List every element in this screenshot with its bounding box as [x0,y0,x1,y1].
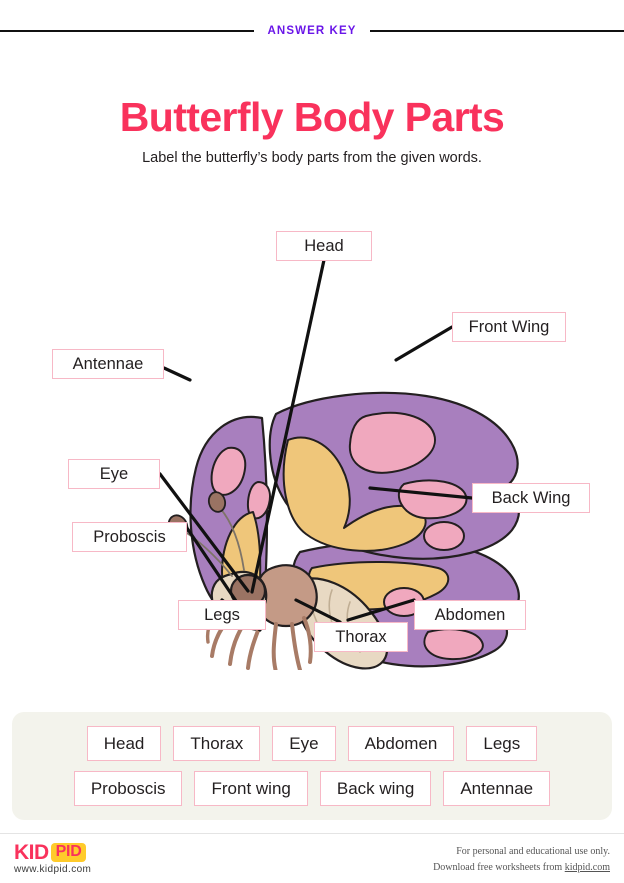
left-wing-spot-large [210,446,247,496]
label-legs[interactable]: Legs [178,600,266,630]
label-back-wing[interactable]: Back Wing [472,483,590,513]
footer-divider [0,833,624,834]
leader-proboscis [185,526,240,606]
leader-eye [158,472,250,593]
butterfly-diagram: Head Front Wing Antennae Eye Back Wing P… [0,200,624,670]
answer-key-banner: ANSWER KEY [0,22,624,40]
back-wing-spot-large [423,628,484,661]
word-bank-row-1: Head Thorax Eye Abdomen Legs [28,725,596,761]
word-bank-item[interactable]: Head [86,725,162,761]
footer-note-line1: For personal and educational use only. [456,846,610,857]
divider-right [370,30,624,32]
word-bank-row-2: Proboscis Front wing Back wing Antennae [28,771,596,807]
label-abdomen[interactable]: Abdomen [414,600,526,630]
footer-note: For personal and educational use only. D… [433,844,610,875]
word-bank-item[interactable]: Proboscis [73,771,183,807]
logo-pid-badge: PID [50,843,87,862]
label-head[interactable]: Head [276,231,372,261]
leader-abdomen [346,598,416,622]
label-antennae[interactable]: Antennae [52,349,164,379]
word-bank-item[interactable]: Legs [466,725,538,761]
leader-head [250,258,326,594]
leader-thorax [294,598,342,624]
logo-url: www.kidpid.com [14,864,92,875]
word-bank-item[interactable]: Antennae [443,771,551,807]
footer-note-line2: Download free worksheets from kidpid.com [433,860,610,876]
word-bank-item[interactable]: Thorax [173,725,261,761]
answer-key-label: ANSWER KEY [267,25,357,37]
label-eye[interactable]: Eye [68,459,160,489]
footer: KID PID www.kidpid.com For personal and … [0,838,624,883]
page-subtitle: Label the butterfly’s body parts from th… [142,150,482,166]
word-bank: Head Thorax Eye Abdomen Legs Proboscis Front … [12,712,612,820]
kidpid-logo[interactable]: KID PID www.kidpid.com [14,842,91,875]
front-wing-spot-small [423,521,465,551]
label-front-wing[interactable]: Front Wing [452,312,566,342]
divider-left [0,30,254,32]
word-bank-item[interactable]: Back wing [319,771,432,807]
logo-kid-text: KID [14,841,49,864]
leader-antennae [162,366,192,382]
left-wing-spot-small [246,481,271,520]
butterfly-illustration [158,258,521,670]
page-title: Butterfly Body Parts [119,94,505,140]
front-wing-spot-large [348,411,436,474]
label-proboscis[interactable]: Proboscis [72,522,187,552]
footer-note-prefix: Download free worksheets from [433,861,565,873]
antenna-club-right [207,491,227,513]
leader-back-wing [368,486,474,500]
word-bank-item[interactable]: Eye [272,725,336,761]
kidpid-link[interactable]: kidpid.com [564,861,610,873]
logo-wordmark: KID PID [14,842,91,863]
word-bank-item[interactable]: Abdomen [347,725,455,761]
word-bank-item[interactable]: Front wing [194,771,308,807]
front-wing-spot-mid [397,479,468,520]
leader-front-wing [394,325,454,362]
label-thorax[interactable]: Thorax [314,622,408,652]
